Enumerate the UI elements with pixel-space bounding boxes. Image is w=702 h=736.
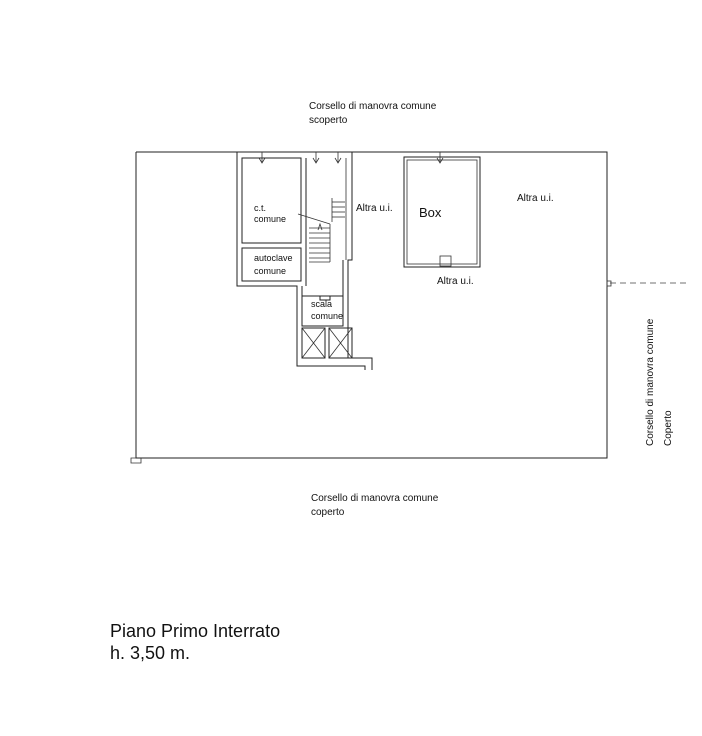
core-outer-wall [236, 152, 366, 370]
autoclave-room [241, 247, 302, 282]
box-door [439, 255, 452, 267]
box-label: Box [419, 205, 442, 220]
corner-notch [130, 457, 142, 464]
lift-shaft-left [301, 327, 326, 359]
scala-label: scala [311, 299, 332, 309]
top-aisle-label: Corsello di manovra comune [309, 101, 437, 112]
right-aisle-label: Corsello di manovra comune [645, 318, 656, 446]
altra-ui-bottom-label: Altra u.i. [437, 276, 474, 287]
bottom-aisle-label-2: coperto [311, 507, 345, 518]
plan-title-line1: Piano Primo Interrato [110, 621, 281, 641]
altra-ui-left-label: Altra u.i. [356, 203, 393, 214]
box-room [403, 156, 481, 268]
box-room-inner [406, 159, 478, 265]
autoclave-label-2: comune [254, 266, 286, 276]
ct-label: c.t. [254, 203, 266, 213]
autoclave-label: autoclave [254, 253, 293, 263]
lift-shaft-right [328, 327, 353, 359]
bottom-aisle-label: Corsello di manovra comune [311, 493, 439, 504]
plan-title: Piano Primo Interrato h. 3,50 m. [110, 620, 280, 664]
ct-label-2: comune [254, 214, 286, 224]
right-opening-post [606, 280, 612, 287]
scala-label-2: comune [311, 311, 343, 321]
plan-title-line2: h. 3,50 m. [110, 643, 191, 663]
stair-landing-wall [301, 260, 344, 301]
stair-treads-upper [331, 198, 345, 222]
altra-ui-right-label: Altra u.i. [517, 193, 554, 204]
stair-direction-line [297, 213, 331, 225]
top-aisle-label-2: scoperto [309, 115, 348, 126]
scala-room [301, 295, 344, 327]
lift-shaft-right-x2 [328, 327, 353, 359]
stair-treads [309, 224, 331, 263]
lift-shaft-left-x2 [301, 327, 326, 359]
right-aisle-label-2: Coperto [663, 410, 674, 446]
stair-direction-arrow [317, 222, 323, 231]
core-right-wall [347, 152, 373, 370]
outer-wall [135, 151, 608, 459]
ct-room [241, 157, 302, 244]
